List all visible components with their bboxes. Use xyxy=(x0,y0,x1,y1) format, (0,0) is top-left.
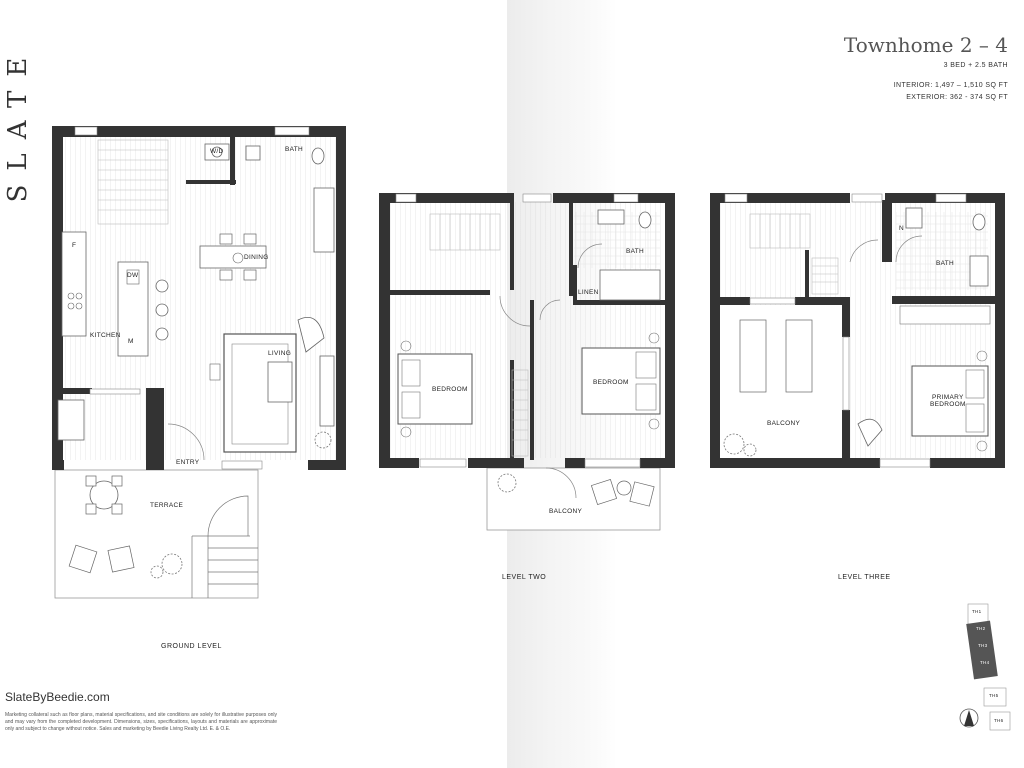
room-label-balcony-level-two: BALCONY xyxy=(549,508,583,515)
room-label-bath-level-two: BATH xyxy=(626,248,645,255)
room-label-bath-level-three: BATH xyxy=(936,260,955,267)
plan-title: Townhome 2 – 4 xyxy=(843,33,1008,57)
keyplan-th2: TH2 xyxy=(976,626,986,631)
room-label-fridge: F xyxy=(72,242,77,249)
room-label-microwave: M xyxy=(128,338,134,345)
room-label-dishwasher: DW xyxy=(127,272,139,279)
caption-level-two: LEVEL TWO xyxy=(502,574,547,581)
website-link[interactable]: SlateByBeedie.com xyxy=(5,690,110,704)
keyplan-th5: TH5 xyxy=(989,693,999,698)
disclaimer: Marketing collateral such as floor plans… xyxy=(5,712,277,732)
keyplan-th4: TH4 xyxy=(980,660,990,665)
room-label-primary-line2: BEDROOM xyxy=(930,401,966,408)
keyplan-th1: TH1 xyxy=(972,609,982,614)
ground-level-plan xyxy=(52,126,346,599)
key-plan xyxy=(959,603,1011,731)
level-two-plan xyxy=(379,193,675,531)
interior-area: INTERIOR: 1,497 – 1,510 SQ FT xyxy=(893,82,1008,89)
room-label-bedroom-right: BEDROOM xyxy=(593,379,629,386)
room-label-bath-ground: BATH xyxy=(285,146,304,153)
room-label-balcony-level-three: BALCONY xyxy=(767,420,801,427)
room-label-kitchen: KITCHEN xyxy=(90,332,121,339)
keyplan-th6: TH6 xyxy=(994,718,1004,723)
room-label-entry: ENTRY xyxy=(176,459,200,466)
room-label-primary-bedroom: PRIMARY BEDROOM xyxy=(930,394,966,408)
exterior-area: EXTERIOR: 362 - 374 SQ FT xyxy=(906,94,1008,101)
room-label-dining: DINING xyxy=(244,254,269,261)
room-label-linen: LINEN xyxy=(578,289,599,296)
room-label-wd: W/D xyxy=(210,148,224,155)
room-label-terrace: TERRACE xyxy=(150,502,184,509)
caption-ground-level: GROUND LEVEL xyxy=(161,643,222,650)
caption-level-three: LEVEL THREE xyxy=(838,574,891,581)
room-label-primary-line1: PRIMARY xyxy=(932,394,964,401)
keyplan-th3: TH3 xyxy=(978,643,988,648)
room-label-n: N xyxy=(899,225,904,232)
plan-subtitle: 3 BED + 2.5 BATH xyxy=(943,62,1008,69)
room-label-bedroom-left: BEDROOM xyxy=(432,386,468,393)
room-label-living: LIVING xyxy=(268,350,292,357)
level-three-plan xyxy=(710,193,1005,468)
